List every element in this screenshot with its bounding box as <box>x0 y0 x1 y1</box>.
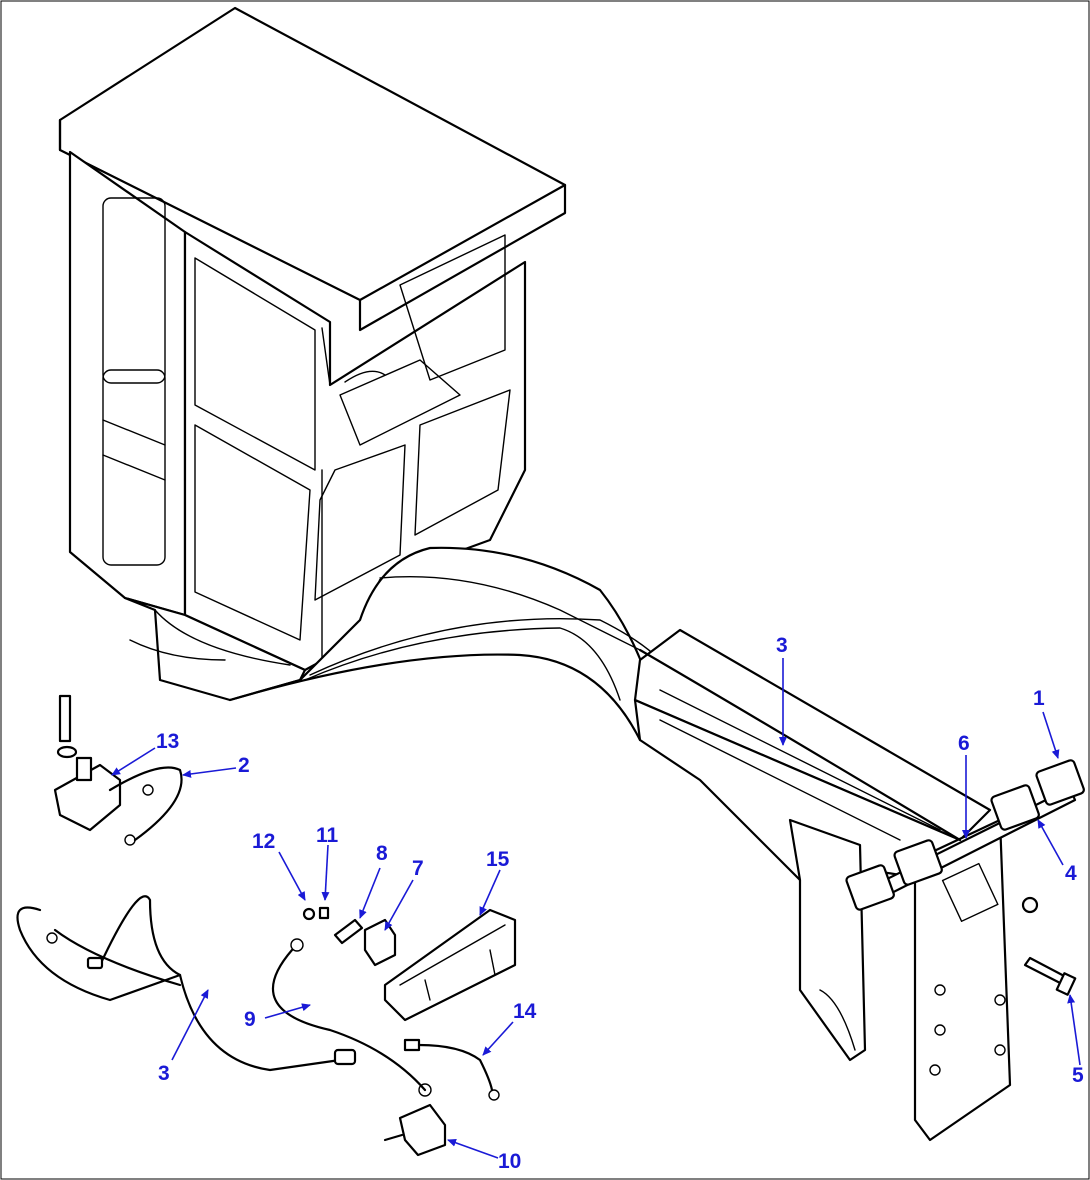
toggle-switch-10 <box>383 1103 447 1157</box>
callout-8: 8 <box>376 842 388 865</box>
callout-15: 15 <box>486 848 510 871</box>
callout-6: 6 <box>958 732 970 755</box>
callout-5: 5 <box>1072 1064 1084 1087</box>
boom <box>228 546 1012 1142</box>
callout-12: 12 <box>252 830 275 853</box>
bolt-5 <box>1021 896 1077 996</box>
controller-15 <box>383 908 517 1022</box>
leader-lines <box>111 658 1081 1159</box>
nut-12 <box>302 907 316 921</box>
callout-14: 14 <box>513 1000 537 1023</box>
washer-11 <box>318 906 330 920</box>
callout-10: 10 <box>498 1150 521 1173</box>
callout-13: 13 <box>156 730 179 753</box>
cable-14 <box>403 1038 500 1101</box>
callouts: 1 2 3 3 4 5 6 7 8 9 10 11 12 13 14 15 <box>156 634 1084 1173</box>
cab <box>58 6 567 702</box>
callout-2: 2 <box>238 754 250 777</box>
callout-7: 7 <box>412 857 424 880</box>
callout-4: 4 <box>1065 862 1077 885</box>
cable-9 <box>272 938 432 1097</box>
cable-2 <box>108 766 183 846</box>
callout-3-harness-lower: 3 <box>158 1062 170 1085</box>
callout-11: 11 <box>316 824 339 847</box>
work-lamps <box>845 759 1085 911</box>
callout-1: 1 <box>1033 687 1045 710</box>
bracket-8 <box>333 918 364 945</box>
relay-7 <box>363 918 397 967</box>
callout-3-harness-upper: 3 <box>776 634 788 657</box>
relay-switch-13 <box>53 694 122 832</box>
wire-harness-3 <box>16 895 357 1072</box>
callout-9: 9 <box>244 1008 256 1031</box>
